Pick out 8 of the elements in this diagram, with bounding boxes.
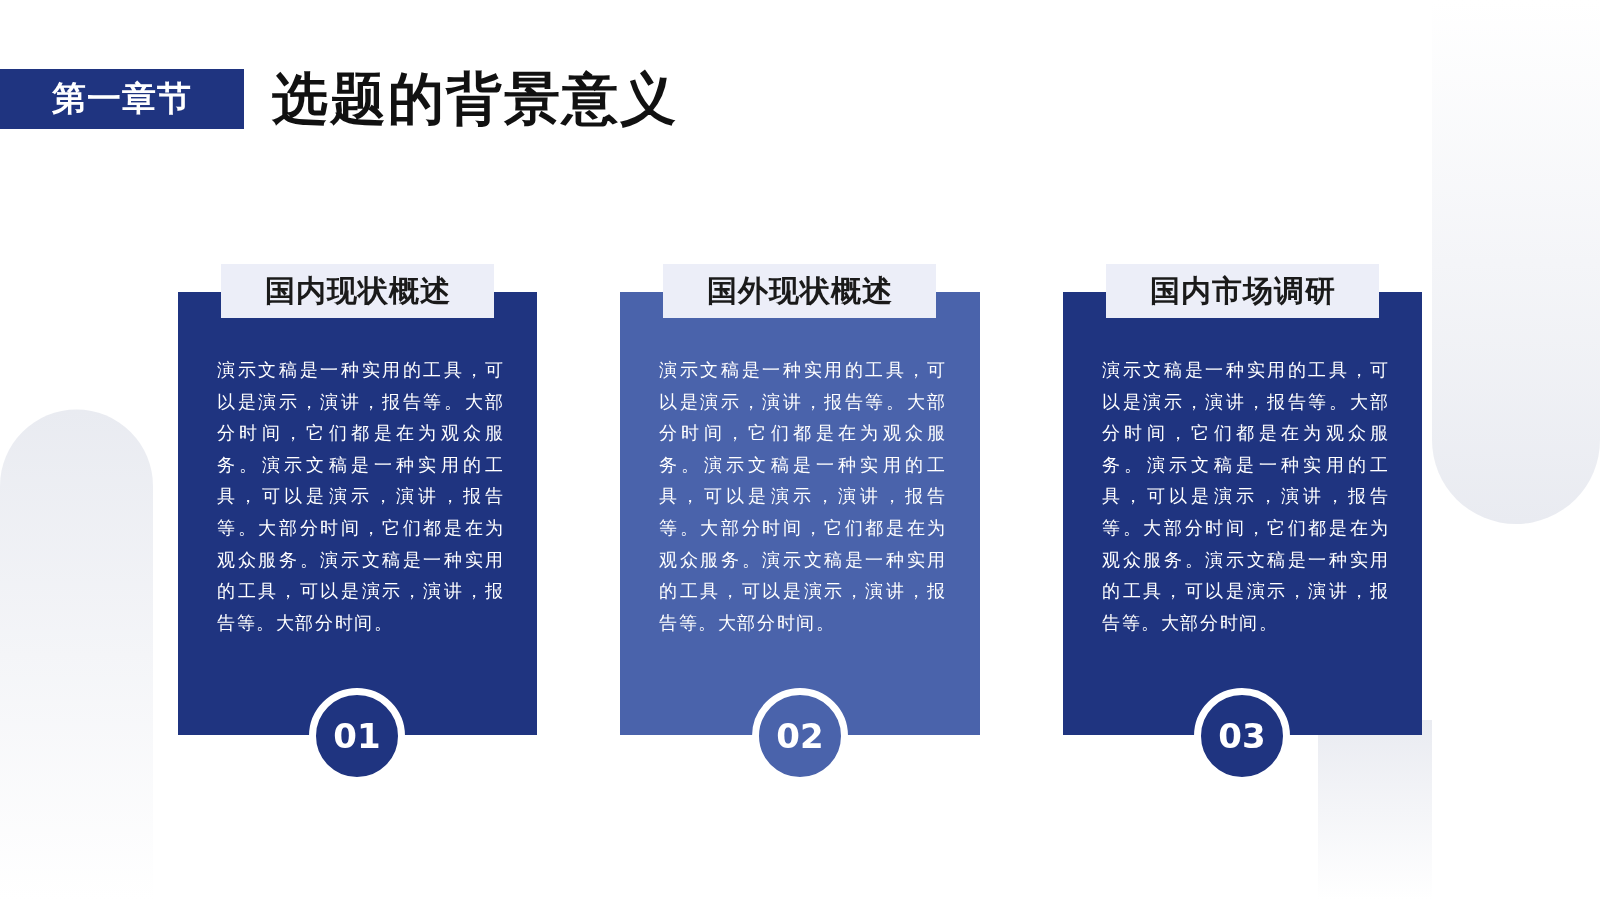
- page-title: 选题的背景意义: [272, 65, 678, 133]
- heading-tab: 国内现状概述: [221, 264, 494, 318]
- card-body-text: 演示文稿是一种实用的工具，可以是演示，演讲，报告等。大部分时间，它们都是在为观众服务。演示文稿是一种实用的工具，可以是演示，演讲，报告等。大部分时间，它们都是在为观众服务。演示文稿是一种实用的工具，可以是演示，演讲，报告等。大部分时间。: [659, 359, 947, 635]
- card-body-text: 演示文稿是一种实用的工具，可以是演示，演讲，报告等。大部分时间，它们都是在为观众服务。演示文稿是一种实用的工具，可以是演示，演讲，报告等。大部分时间，它们都是在为观众服务。演示文稿是一种实用的工具，可以是演示，演讲，报告等。大部分时间。: [1102, 359, 1390, 635]
- heading-tab: 国外现状概述: [663, 264, 936, 318]
- heading-tab: 国内市场调研: [1106, 264, 1379, 318]
- card-body-text: 演示文稿是一种实用的工具，可以是演示，演讲，报告等。大部分时间，它们都是在为观众服务。演示文稿是一种实用的工具，可以是演示，演讲，报告等。大部分时间，它们都是在为观众服务。演示文稿是一种实用的工具，可以是演示，演讲，报告等。大部分时间。: [217, 359, 505, 635]
- chapter-tag: 第一章节: [0, 69, 244, 129]
